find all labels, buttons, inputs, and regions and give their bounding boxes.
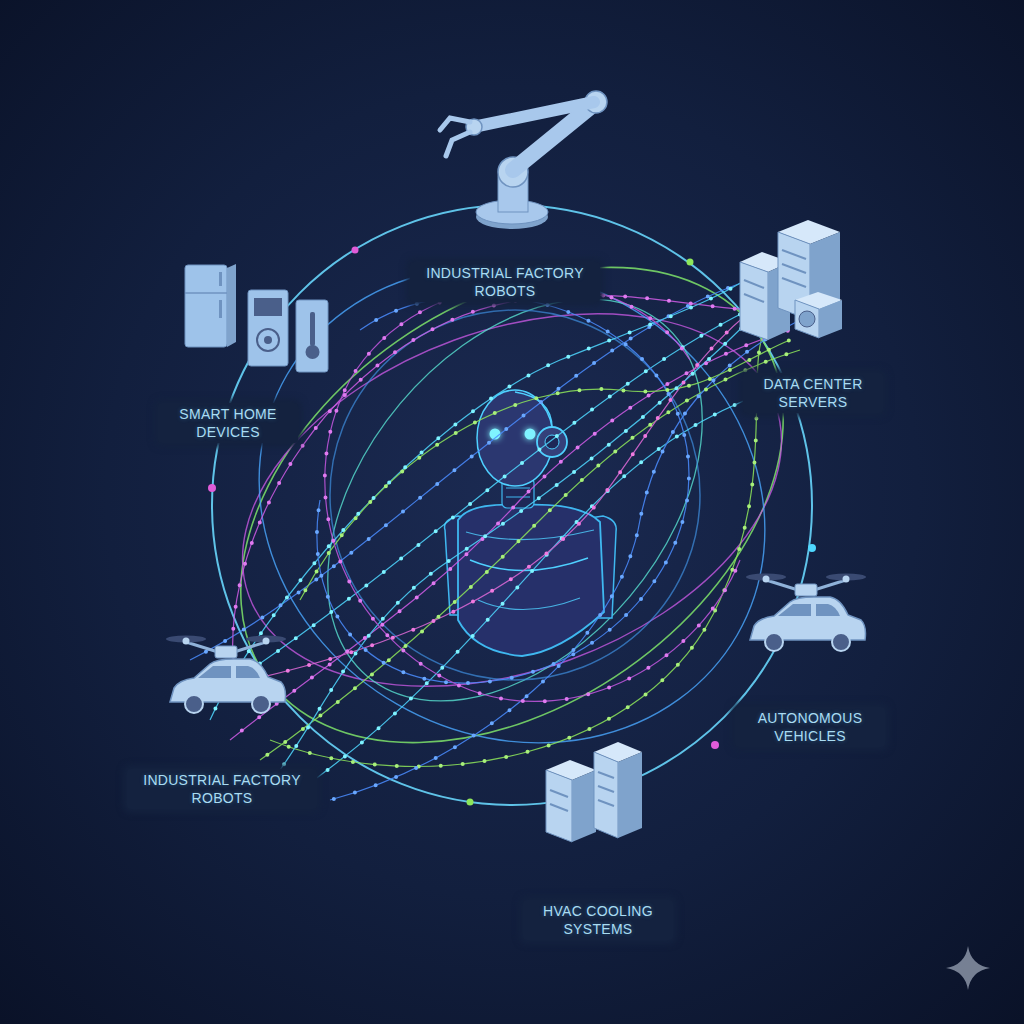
- data-particles: [233, 295, 790, 700]
- data-streams: [250, 290, 780, 680]
- robot-figure: [506, 488, 530, 489]
- robot-figure: [445, 390, 617, 656]
- data-particles: [190, 270, 810, 800]
- data-streams: [260, 350, 800, 760]
- hvac-unit-icon: [572, 770, 596, 842]
- server-rack-icon: [740, 262, 768, 340]
- robot-arm-icon: [446, 132, 470, 156]
- data-particles: [317, 296, 689, 684]
- orbit-nodes: [711, 741, 719, 749]
- orbit-nodes: [808, 544, 816, 552]
- smart-home-icons: [185, 264, 328, 372]
- data-particles: [330, 320, 800, 800]
- data-particles: [270, 320, 770, 766]
- data-particles: [300, 380, 810, 790]
- hvac-unit-icon: [546, 770, 572, 842]
- orbit-rings: [330, 310, 700, 680]
- data-streams: [300, 380, 810, 790]
- orbit-nodes: [208, 484, 216, 492]
- smart-home-icons: [227, 264, 236, 347]
- server-rack-icon: [782, 264, 806, 273]
- smart-home-icons: [310, 312, 315, 346]
- smart-home-icons: [185, 265, 227, 347]
- drone-car-icon: [166, 636, 286, 714]
- data-streams: [190, 270, 810, 800]
- robot-figure: [478, 598, 580, 610]
- data-particles: [210, 270, 760, 720]
- server-rack-icon: [819, 300, 842, 338]
- smart-home-icons: [306, 345, 320, 359]
- smart-home-icons: [219, 300, 222, 318]
- server-rack-icon: [799, 311, 815, 327]
- data-particles: [300, 340, 790, 600]
- smart-home-icons: [257, 329, 279, 351]
- device-label: HVAC COOLING SYSTEMS: [523, 900, 673, 940]
- smart-home-icons: [185, 292, 227, 294]
- smart-home-icons: [219, 272, 222, 286]
- server-rack-icon: [782, 278, 806, 287]
- hvac-unit-icon: [598, 786, 614, 792]
- server-rack-icon: [740, 220, 842, 340]
- robot-figure: [458, 505, 604, 656]
- data-particles: [280, 310, 760, 770]
- smart-home-icons: [264, 336, 272, 344]
- data-particles: [260, 350, 800, 760]
- server-rack-icon: [744, 294, 764, 302]
- data-particles: [250, 290, 780, 680]
- data-streams: [325, 283, 740, 701]
- data-particles: [190, 280, 750, 660]
- orbit-rings: [212, 205, 812, 805]
- robot-figure: [490, 429, 536, 440]
- device-label: INDUSTRIAL FACTORY ROBOTS: [410, 262, 600, 302]
- server-rack-icon: [795, 300, 819, 338]
- hvac-unit-icon: [598, 800, 614, 806]
- smart-home-icons: [296, 300, 328, 372]
- hvac-unit-icon: [550, 804, 568, 811]
- device-label: INDUSTRIAL FACTORY ROBOTS: [127, 769, 317, 809]
- orbit-nodes: [352, 247, 359, 254]
- robot-arm-icon: [478, 102, 594, 126]
- hvac-unit-icon: [550, 790, 568, 797]
- data-streams: [317, 296, 689, 684]
- orbit-rings: [191, 244, 834, 755]
- server-rack-icon: [782, 250, 806, 259]
- server-rack-icon: [744, 280, 764, 288]
- data-streams: [270, 320, 770, 766]
- data-particles: [325, 283, 740, 701]
- hvac-unit-icon: [594, 752, 618, 838]
- drone-car-icon: [746, 574, 866, 652]
- hvac-unit-icon: [546, 742, 642, 842]
- robot-arm-icon: [440, 91, 607, 229]
- orbit-nodes: [208, 247, 816, 806]
- watermark-star: [946, 946, 990, 990]
- data-streams: [210, 270, 760, 720]
- orbit-rings: [252, 227, 777, 772]
- orbit-nodes: [687, 259, 694, 266]
- device-label: SMART HOME DEVICES: [158, 403, 298, 443]
- hvac-unit-icon: [618, 752, 642, 838]
- orbit-nodes: [467, 799, 474, 806]
- data-streams: [300, 340, 790, 600]
- device-label: AUTONOMOUS VEHICLES: [735, 707, 885, 747]
- robot-figure: [525, 429, 536, 440]
- smart-home-icons: [254, 298, 282, 316]
- robot-arm-icon: [440, 118, 470, 130]
- robot-figure: [506, 497, 530, 498]
- hvac-unit-icon: [598, 772, 614, 778]
- device-label: DATA CENTER SERVERS: [743, 373, 883, 413]
- smart-home-icons: [248, 290, 288, 366]
- data-streams: [233, 295, 790, 700]
